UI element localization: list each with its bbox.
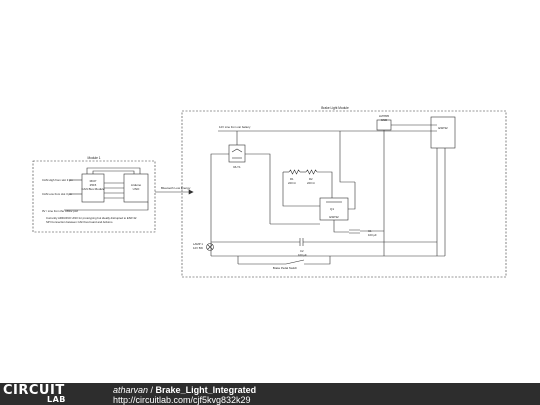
c1-label: C1 — [368, 229, 372, 233]
resistor-r2 — [305, 169, 318, 175]
r2-label: R2 — [309, 177, 313, 181]
author-name[interactable]: atharvan — [113, 385, 149, 395]
brake-switch-label: Brake Pedal Switch — [273, 266, 298, 270]
brake-pedal-switch — [238, 256, 331, 265]
mcp-label-2: 2515 — [90, 183, 97, 187]
resistor-r1 — [288, 169, 301, 175]
reg-label-1: LM7805 — [379, 114, 390, 118]
c2-value: 100 µF — [298, 253, 307, 257]
brake-module-frame — [181, 110, 507, 278]
r1-label: R1 — [290, 177, 294, 181]
logo-text-circuit: CIRCUIT — [3, 383, 65, 398]
schematic-diagram: Module 1 MCP 2515 CAN Bus Module Arduino… — [32, 106, 507, 278]
circuit-title[interactable]: Brake_Light_Integrated — [155, 385, 257, 395]
gnd-line-label: 0V / Line from the OBD2 port — [42, 209, 78, 213]
lamp-label-1: LAMP 1 — [193, 242, 203, 246]
circuit-url-link[interactable]: http://circuitlab.com/cjf5kvg832k29 — [113, 395, 251, 405]
can-high-label: CAN High from slot 3 pin — [42, 178, 73, 182]
mcp-label-3: CAN Bus Module — [81, 187, 104, 191]
r2-value: 220 Ω — [307, 181, 315, 185]
q1-label: Q1 — [330, 207, 334, 211]
can-low-label: CAN Low from slot 3 pin — [42, 192, 73, 196]
arduino-label-2: UNO — [133, 187, 140, 191]
brake-module-title: Brake Light Module — [321, 106, 349, 110]
logo-text-lab: LAB — [47, 395, 66, 404]
footer-credit: atharvan / Brake_Light_Integrated — [113, 385, 256, 395]
module1-title: Module 1 — [87, 156, 100, 160]
module1-note-2: SPI Connection between CAN bus board and… — [46, 220, 113, 224]
reg-label-2: GND — [381, 118, 387, 122]
arduino-label-1: Arduino — [131, 183, 142, 187]
c1-value: 100 µF — [368, 233, 377, 237]
esp-label: ESP32 — [329, 215, 339, 219]
esp32-box-label: ESP32 — [438, 126, 448, 130]
credit-separator: / — [148, 385, 156, 395]
c2-label: C2 — [300, 249, 304, 253]
bluetooth-label: Bluetooth Low Energy — [161, 186, 191, 190]
mcp-label-1: MCP — [90, 179, 97, 183]
lamp-label-2: 12V 5W — [193, 246, 203, 250]
schematic-canvas: Module 1 MCP 2515 CAN Bus Module Arduino… — [32, 106, 507, 278]
relay-rly1 — [228, 144, 246, 163]
capacitor-c2 — [349, 229, 360, 234]
module1-frame — [32, 160, 156, 233]
lamp-1 — [206, 243, 214, 251]
relay-label: RLY1 — [233, 165, 241, 169]
capacitor-c1 — [299, 238, 304, 246]
supply-12v-label: 12V Line from car battery — [219, 125, 251, 129]
esp32-box — [430, 116, 456, 149]
circuitlab-logo[interactable]: CIRCUIT LAB — [3, 384, 107, 404]
r1-value: 220 Ω — [288, 181, 296, 185]
footer-bar: CIRCUIT LAB atharvan / Brake_Light_Integ… — [0, 383, 540, 405]
module1-note-1: Currently ARDUINO UNO for prototyping bu… — [46, 216, 137, 220]
